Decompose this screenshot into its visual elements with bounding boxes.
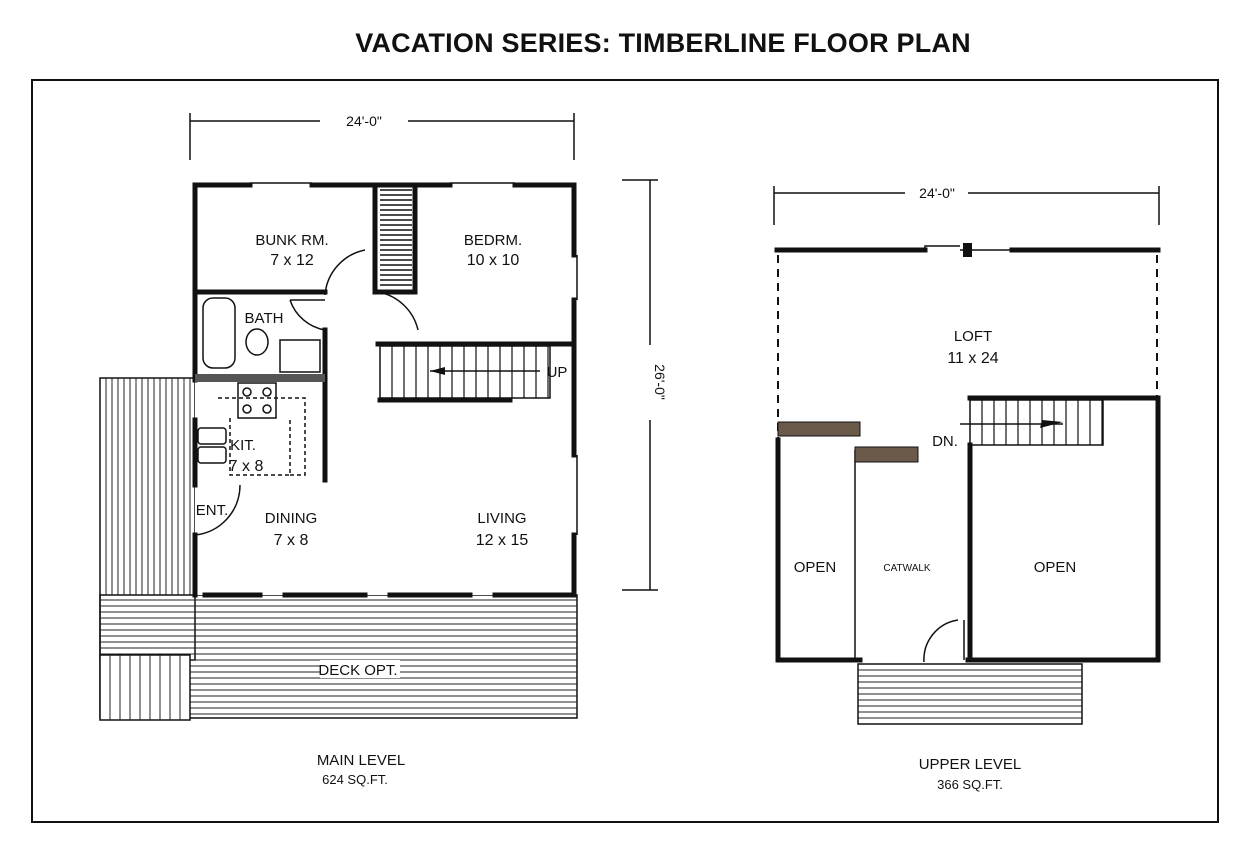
bath-kitchen-partition (195, 374, 325, 382)
upper-stair-label: DN. (932, 433, 958, 450)
upper-level-title: UPPER LEVEL (919, 756, 1022, 773)
main-level-title: MAIN LEVEL (317, 752, 405, 769)
main-stair-label: UP (547, 364, 568, 381)
room-name-dining: DINING (265, 510, 318, 527)
kitchen-sink (197, 427, 227, 445)
room-size-kitchen: 7 x 8 (229, 458, 264, 475)
deck-steps (99, 654, 191, 721)
main-width-label: 24'-0" (346, 113, 382, 129)
upper-width-dimension: 24'-0" (773, 185, 1160, 225)
toilet (245, 328, 269, 356)
upper-level-plan: 24'-0" LOFT 11 x 24 DN. OPEN OPEN CATWAL… (773, 185, 1161, 792)
room-size-loft: 11 x 24 (947, 350, 998, 367)
room-name-loft: LOFT (954, 328, 992, 345)
bathtub (202, 297, 236, 369)
door-swings (194, 249, 419, 536)
deck-label: DECK OPT. (318, 662, 397, 679)
room-size-bunk: 7 x 12 (270, 252, 314, 269)
drawing-frame (31, 79, 1219, 823)
main-depth-dimension: 26'-0" (622, 179, 668, 591)
room-name-bunk: BUNK RM. (255, 232, 328, 249)
page-title: VACATION SERIES: TIMBERLINE FLOOR PLAN (355, 28, 971, 58)
room-name-living: LIVING (477, 510, 526, 527)
upper-deck (857, 663, 1083, 725)
room-name-entry: ENT. (196, 502, 229, 519)
main-depth-label: 26'-0" (652, 364, 668, 400)
upper-width-label: 24'-0" (919, 185, 955, 201)
sink (279, 339, 321, 373)
main-level-area: 624 SQ.FT. (322, 772, 388, 787)
main-stairs[interactable] (377, 345, 551, 403)
room-name-kitchen: KIT. (230, 437, 256, 454)
catwalk-label: CATWALK (883, 563, 931, 574)
room-size-dining: 7 x 8 (274, 532, 309, 549)
stove (237, 382, 277, 419)
upper-level-area: 366 SQ.FT. (937, 777, 1003, 792)
main-width-dimension: 24'-0" (189, 113, 575, 160)
loft-ledge (777, 421, 861, 437)
room-size-living: 12 x 15 (476, 532, 529, 549)
open-area-left: OPEN (794, 559, 837, 576)
upper-stairs[interactable] (960, 399, 1104, 446)
room-name-bedroom: BEDRM. (464, 232, 522, 249)
main-level-plan: 24'-0" 26'-0" (99, 113, 668, 787)
deck (99, 377, 578, 721)
room-size-bedroom: 10 x 10 (467, 252, 520, 269)
open-area-right: OPEN (1034, 559, 1077, 576)
room-name-bath: BATH (245, 310, 284, 327)
